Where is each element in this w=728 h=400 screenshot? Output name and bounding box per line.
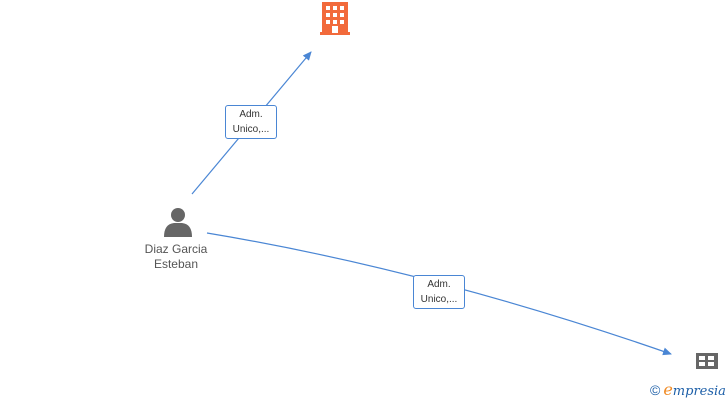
edge-label-line1: Adm.	[239, 109, 263, 120]
person-icon[interactable]	[164, 208, 192, 237]
empresia-logo: empresia	[663, 380, 726, 399]
edge-label-line1: Adm.	[427, 279, 451, 290]
empresia-watermark: © empresia	[650, 380, 726, 399]
building-icon[interactable]	[696, 353, 718, 369]
person-name-label[interactable]: Diaz Garcia Esteban	[131, 242, 221, 272]
edge-label[interactable]: Adm. Unico,...	[413, 275, 465, 309]
building-icon[interactable]	[320, 2, 350, 35]
person-name-line1: Diaz Garcia	[144, 242, 208, 256]
edge-label[interactable]: Adm. Unico,...	[225, 105, 277, 139]
copyright-symbol: ©	[650, 381, 661, 398]
person-name-line2: Esteban	[153, 257, 199, 271]
edge-label-line2: Unico,...	[420, 294, 458, 305]
edge-label-line2: Unico,...	[232, 124, 270, 135]
